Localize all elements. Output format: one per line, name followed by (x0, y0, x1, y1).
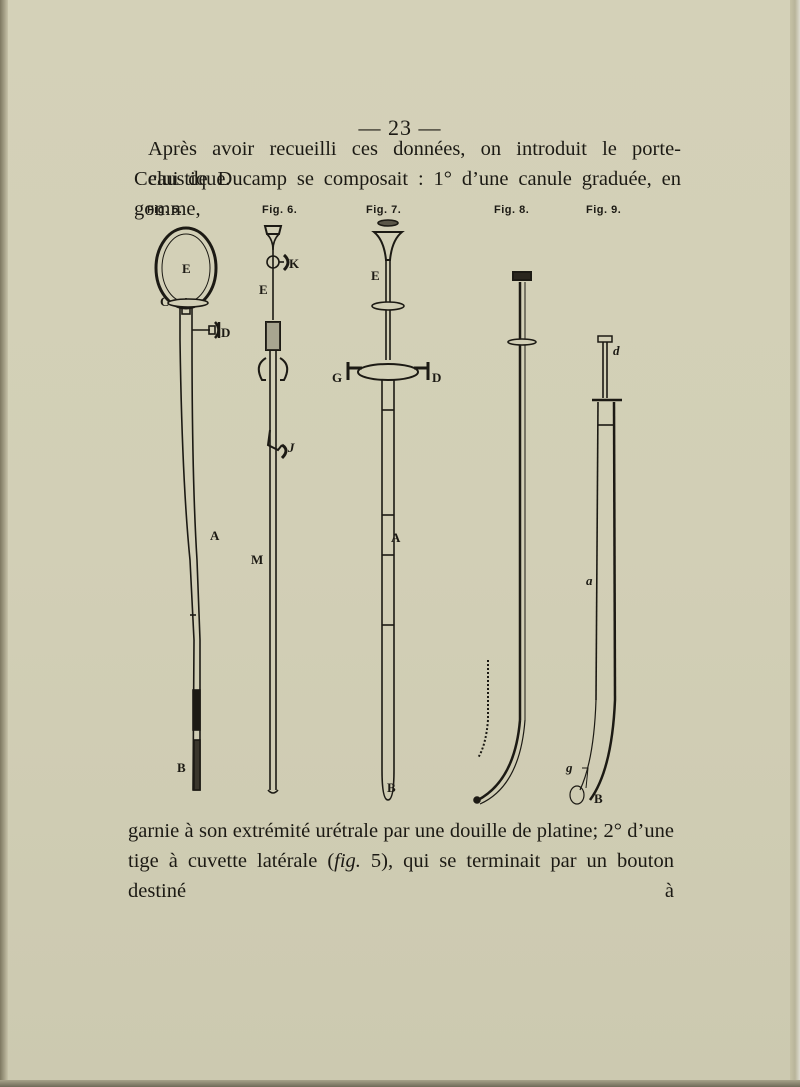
figure-label-5: Fig. 5. (147, 204, 183, 216)
label-b-fig7: B (387, 780, 396, 795)
figure-5-instrument (154, 226, 221, 791)
label-b-fig5: B (177, 760, 186, 775)
figure-label-7: Fig. 7. (366, 204, 402, 216)
text-line: Celui de Ducamp se composait : 1° d’une … (134, 168, 681, 220)
label-e-fig7: E (371, 268, 380, 283)
figure-label-6: Fig. 6. (262, 204, 298, 216)
figure-9-instrument (569, 335, 622, 805)
label-a-fig7: A (391, 530, 401, 545)
figure-label-9: Fig. 9. (586, 204, 622, 216)
label-d-fig5: D (221, 325, 230, 340)
label-m-fig6: M (251, 552, 263, 567)
label-k-fig6: K (289, 256, 300, 271)
label-g-fig7: G (332, 370, 342, 385)
label-j-fig6: J (287, 440, 295, 455)
book-page (8, 0, 792, 1080)
label-b-fig9: B (594, 791, 603, 806)
text-fragment: 5), qui se terminait par un bouton desti… (128, 850, 674, 902)
book-spine-shadow (0, 0, 8, 1087)
label-g-fig9: g (565, 760, 573, 775)
page-right-edge (790, 0, 800, 1087)
text-line: garnie à son extrémité urétrale par une … (128, 820, 674, 842)
label-d-fig9: d (613, 343, 620, 358)
figure-7-instrument (346, 219, 430, 801)
figure-reference: fig. (334, 850, 361, 872)
figure-6-instrument (257, 225, 290, 794)
label-e-fig6: E (259, 282, 268, 297)
label-d-fig7: D (432, 370, 441, 385)
label-a-fig5: A (210, 528, 220, 543)
figure-8-instrument (473, 271, 537, 805)
text-fragment: tige à cuvette latérale ( (128, 850, 335, 872)
label-a-fig9: a (586, 573, 593, 588)
text-line-with-fig-reference: tige à cuvette latérale (fig. 5), qui se… (128, 846, 674, 906)
page-bottom-edge (0, 1080, 800, 1087)
label-c-fig5: C (160, 294, 169, 309)
text-line: Après avoir recueilli ces données, on in… (148, 138, 681, 190)
label-e-fig5: E (182, 261, 191, 276)
page-number: — 23 — (358, 115, 442, 140)
figure-label-8: Fig. 8. (494, 204, 530, 216)
